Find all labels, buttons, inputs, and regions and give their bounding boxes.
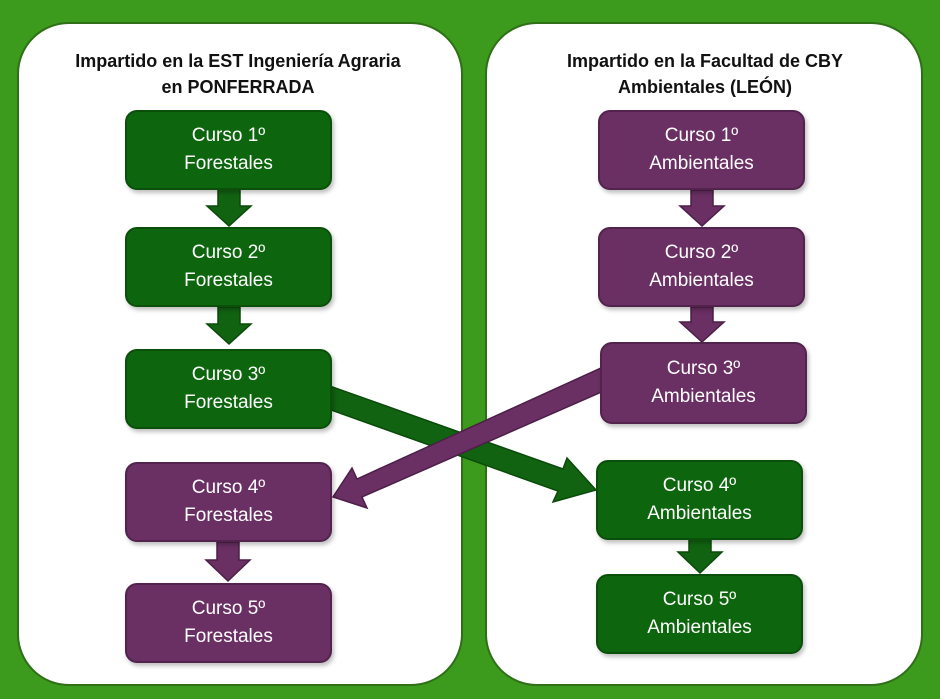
course-degree: Ambientales [649, 153, 754, 174]
course-label: Curso 3º [191, 364, 266, 385]
right-panel-title: Impartido en la Facultad de CBY Ambienta… [486, 48, 924, 100]
course-degree: Forestales [184, 270, 273, 291]
left-title-line-2: en PONFERRADA [161, 77, 315, 97]
course-box-right-4: Curso 4º Ambientales [596, 460, 803, 540]
course-label: Curso 5º [191, 598, 266, 619]
arrow-left-2-to-3 [205, 306, 253, 346]
arrow-left-4-to-5 [204, 541, 252, 583]
course-label: Curso 3º [666, 358, 741, 379]
course-degree: Forestales [184, 505, 273, 526]
course-box-left-1: Curso 1º Forestales [125, 110, 332, 190]
course-degree: Forestales [184, 626, 273, 647]
course-box-right-5: Curso 5º Ambientales [596, 574, 803, 654]
right-title-line-2: Ambientales (LEÓN) [617, 77, 793, 97]
course-box-left-5: Curso 5º Forestales [125, 583, 332, 663]
course-label: Curso 4º [662, 475, 737, 496]
course-degree: Ambientales [647, 617, 752, 638]
right-title-line-1: Impartido en la Facultad de CBY [566, 51, 844, 71]
course-label: Curso 2º [191, 242, 266, 263]
course-label: Curso 1º [191, 125, 266, 146]
course-label: Curso 1º [664, 125, 739, 146]
left-panel-title: Impartido en la EST Ingeniería Agraria e… [20, 48, 456, 100]
arrow-right-1-to-2 [678, 189, 726, 228]
left-title-line-1: Impartido en la EST Ingeniería Agraria [75, 51, 401, 71]
course-label: Curso 2º [664, 242, 739, 263]
course-box-left-3: Curso 3º Forestales [125, 349, 332, 429]
course-box-left-4: Curso 4º Forestales [125, 462, 332, 542]
course-box-right-2: Curso 2º Ambientales [598, 227, 805, 307]
course-label: Curso 5º [662, 589, 737, 610]
arrow-right-3-to-left-4 [331, 362, 624, 510]
arrow-right-2-to-3 [678, 306, 726, 344]
course-box-right-3: Curso 3º Ambientales [600, 342, 807, 424]
course-degree: Forestales [184, 153, 273, 174]
course-box-left-2: Curso 2º Forestales [125, 227, 332, 307]
course-degree: Ambientales [649, 270, 754, 291]
course-box-right-1: Curso 1º Ambientales [598, 110, 805, 190]
course-degree: Ambientales [651, 386, 756, 407]
arrow-left-1-to-2 [205, 188, 253, 228]
course-degree: Ambientales [647, 503, 752, 524]
course-degree: Forestales [184, 392, 273, 413]
course-label: Curso 4º [191, 477, 266, 498]
